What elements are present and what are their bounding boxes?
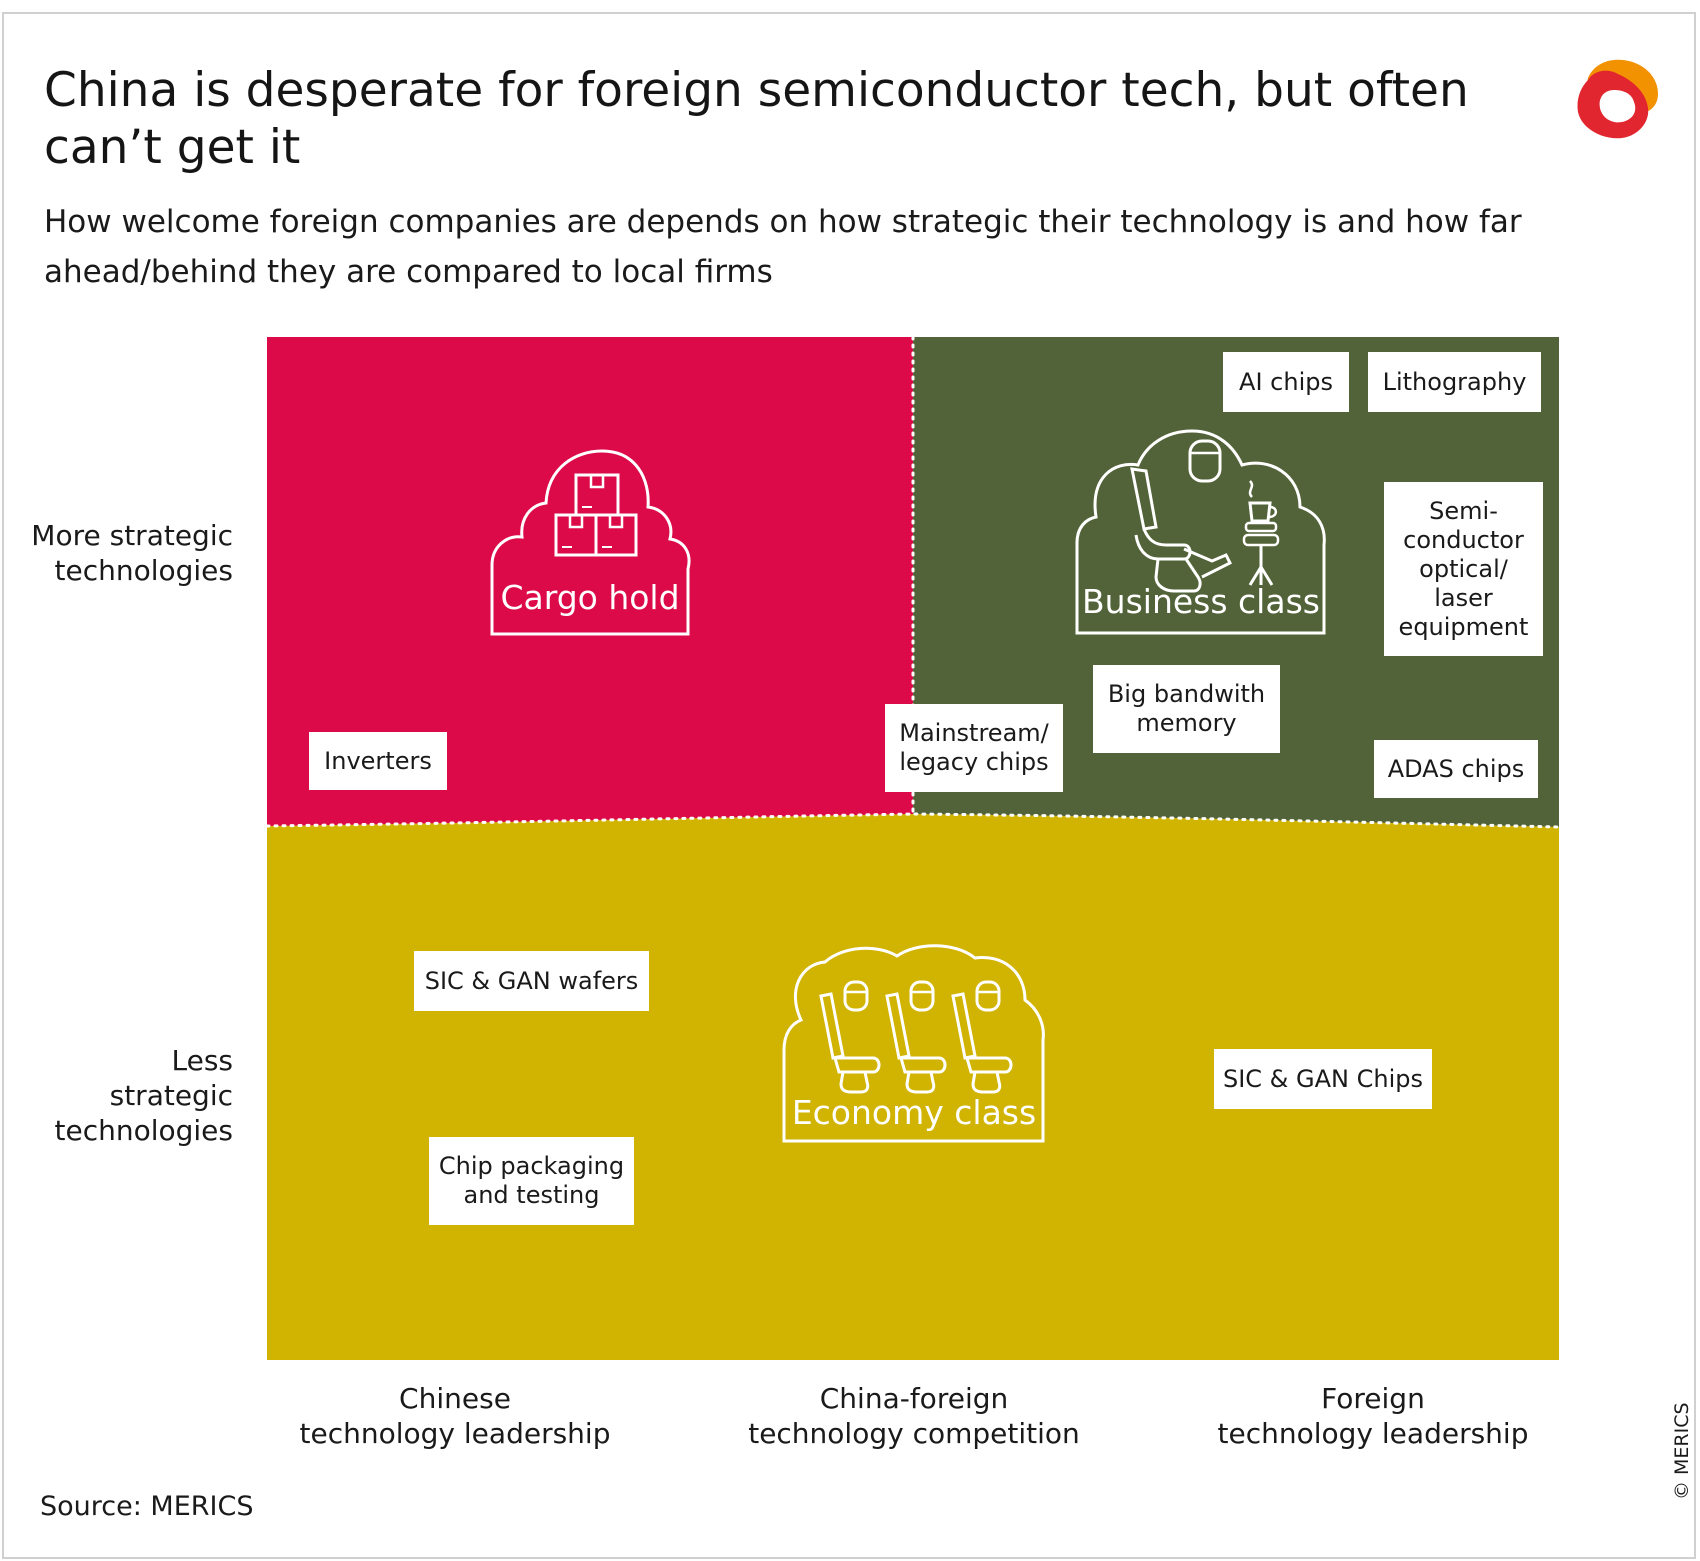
- chart-title: China is desperate for foreign semicondu…: [44, 63, 1469, 175]
- tag-line: laser: [1434, 583, 1493, 612]
- tag-adas-chips: ADAS chips: [1374, 740, 1538, 798]
- tag-line: conductor: [1403, 525, 1524, 554]
- business-seat-icon: [1075, 429, 1326, 635]
- business-class-label: Business class: [1082, 582, 1320, 621]
- y-axis-label-more-strategic: More strategic technologies: [31, 518, 233, 588]
- x-axis-label-china-foreign-competition: China-foreign technology competition: [748, 1381, 1080, 1451]
- merics-logo-icon: [1577, 59, 1658, 139]
- label-line: Foreign: [1321, 1382, 1425, 1415]
- economy-class-label: Economy class: [791, 1093, 1037, 1132]
- quadrant-divider-lines: [267, 337, 1559, 836]
- tag-line: legacy chips: [899, 748, 1049, 776]
- label-line: strategic: [109, 1079, 233, 1112]
- tag-line: memory: [1136, 709, 1237, 737]
- economy-seats-icon: [782, 944, 1045, 1143]
- tag-big-bandwith-memory: Big bandwith memory: [1093, 665, 1280, 753]
- cargo-boxes-icon: [490, 449, 691, 636]
- tag-line: equipment: [1398, 612, 1529, 641]
- tag-line: Big bandwith: [1107, 680, 1266, 708]
- tag-sic-gan-wafers: SIC & GAN wafers: [414, 951, 649, 1011]
- tag-sic-gan-chips: SIC & GAN Chips: [1214, 1049, 1432, 1109]
- x-axis-label-chinese-leadership: Chinese technology leadership: [300, 1381, 611, 1451]
- label-line: Chinese: [399, 1382, 511, 1415]
- x-axis-label-foreign-leadership: Foreign technology leadership: [1218, 1381, 1529, 1451]
- label-line: technologies: [54, 554, 234, 587]
- label-line: Less: [171, 1044, 233, 1077]
- chart-frame: [2, 12, 1696, 1559]
- cargo-hold-label: Cargo hold: [500, 578, 680, 617]
- source-note: Source: MERICS: [40, 1491, 254, 1522]
- copyright-note: © MERICS: [1671, 1402, 1693, 1500]
- tag-line: Chip packaging: [438, 1152, 625, 1180]
- label-line: More strategic: [31, 519, 233, 552]
- tag-chip-packaging-testing: Chip packaging and testing: [429, 1137, 634, 1225]
- label-line: technology leadership: [1217, 1417, 1529, 1450]
- tag-semiconductor-optical-laser-equipment: Semi- conductor optical/ laser equipment: [1384, 482, 1543, 656]
- y-axis-label-less-strategic: Less strategic technologies: [55, 1043, 234, 1148]
- tag-lithography: Lithography: [1368, 352, 1541, 412]
- tag-line: Semi-: [1429, 496, 1498, 525]
- tag-mainstream-legacy-chips: Mainstream/ legacy chips: [885, 704, 1063, 792]
- label-line: China-foreign: [819, 1382, 1009, 1415]
- label-line: technology leadership: [299, 1417, 611, 1450]
- label-line: technology competition: [748, 1417, 1080, 1450]
- label-line: technologies: [54, 1114, 234, 1147]
- chart-subtitle: How welcome foreign companies are depend…: [44, 204, 1522, 290]
- tag-line: Mainstream/: [899, 719, 1049, 747]
- tag-line: optical/: [1419, 554, 1508, 583]
- tag-inverters: Inverters: [309, 732, 447, 790]
- tag-line: and testing: [463, 1181, 600, 1209]
- tag-ai-chips: AI chips: [1223, 352, 1349, 412]
